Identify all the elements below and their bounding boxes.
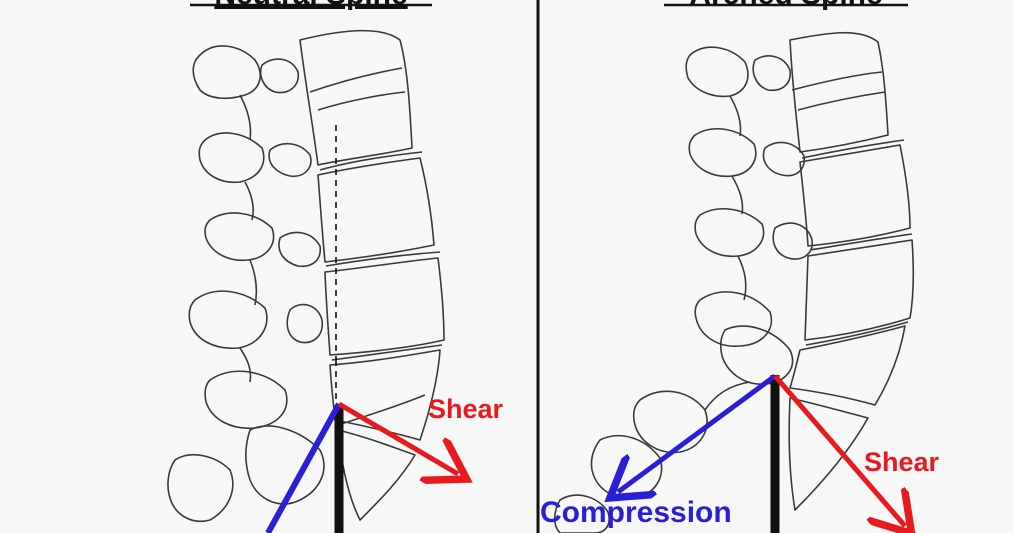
arched-spine-sketch: [553, 31, 915, 533]
neutral-spine-sketch: [167, 29, 445, 522]
neutral-shear-arrow: [337, 401, 458, 474]
arched-shear-label: Shear: [864, 447, 940, 477]
neutral-shear-label: Shear: [428, 394, 504, 424]
arched-shear-arrow: [773, 374, 905, 526]
neutral-compression-arrow: [265, 402, 342, 533]
arched-compression-label: Compression: [540, 496, 732, 529]
arched-compression-arrow: [618, 373, 777, 492]
